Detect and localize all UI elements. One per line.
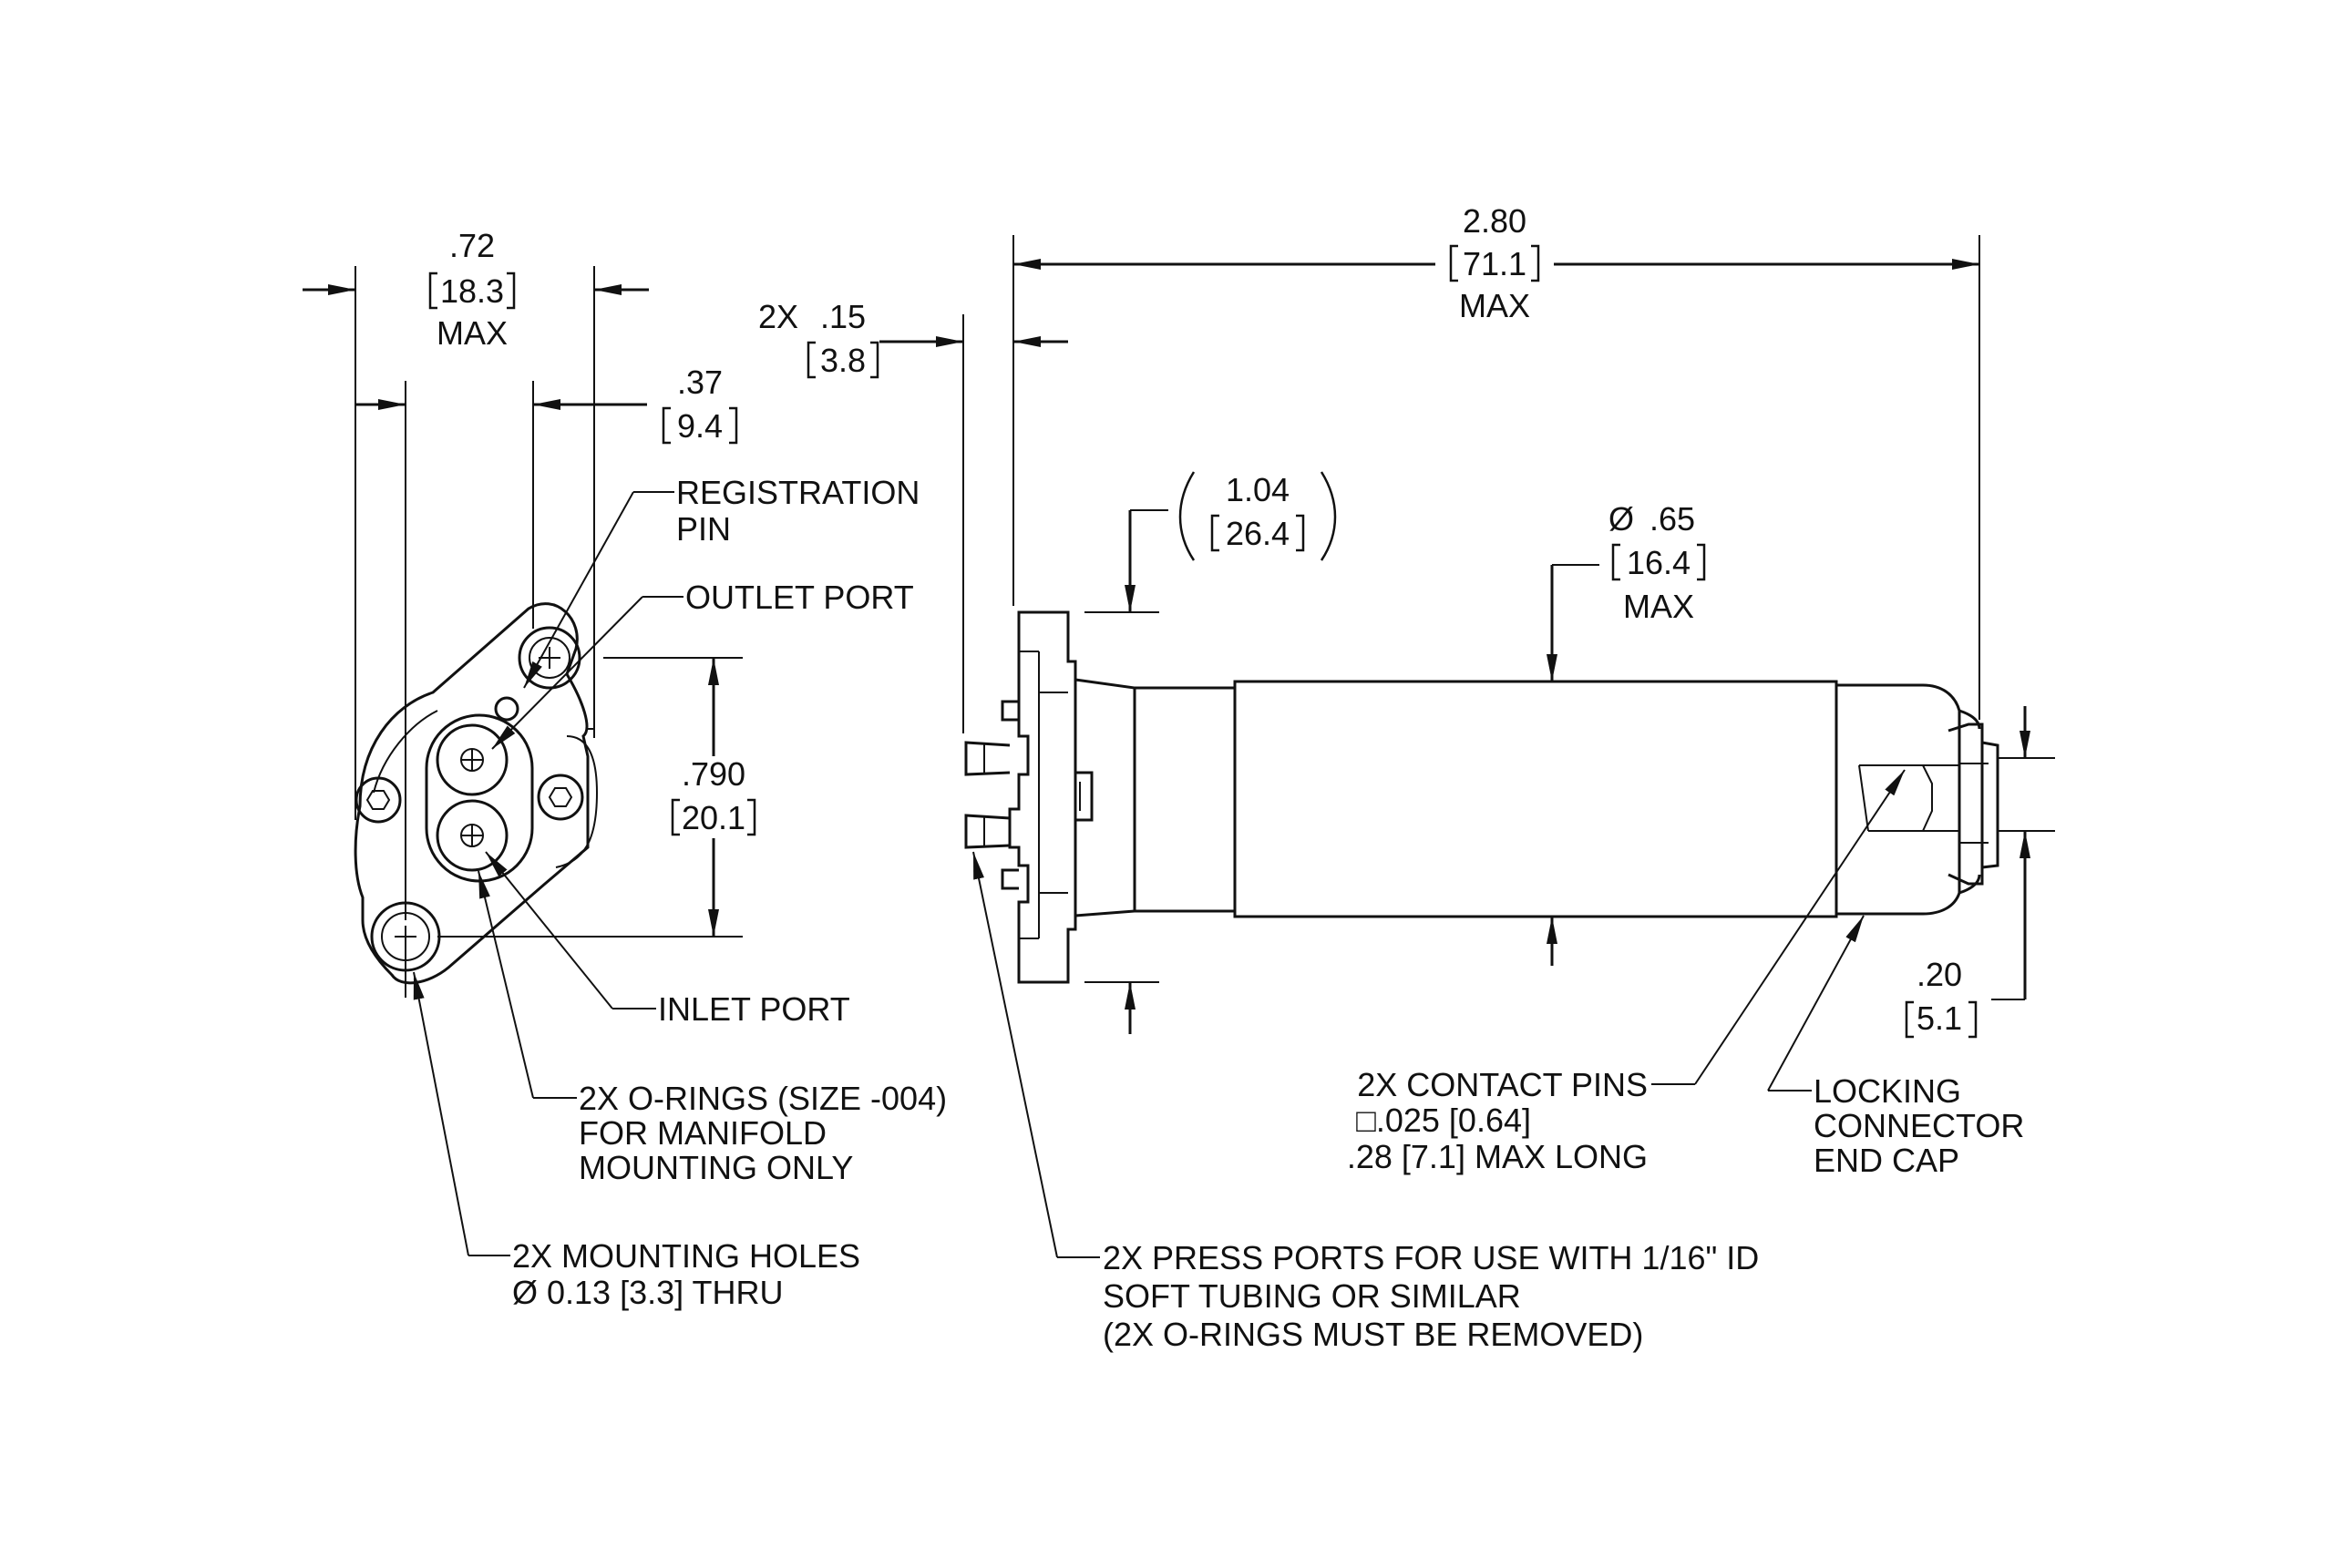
- callout-orings-line1: 2X O-RINGS (SIZE -004): [579, 1080, 947, 1117]
- registration-pin-inner-icon: [529, 637, 570, 679]
- dim-port-pitch: .790 20.1: [671, 658, 756, 937]
- dim-flange-height: 1.04 26.4: [1084, 471, 1337, 1034]
- dim-overall-length: 2.80 71.1 MAX: [1012, 202, 1980, 720]
- callout-orings: 2X O-RINGS (SIZE -004) FOR MANIFOLD MOUN…: [478, 870, 947, 1186]
- dim-overall-suffix: MAX: [1459, 287, 1530, 324]
- press-port-lower: [964, 814, 1011, 849]
- callout-registration-pin: REGISTRATION PIN: [523, 474, 920, 689]
- end-cap-outline: [1836, 683, 1961, 916]
- dim-width-mm: 18.3: [440, 272, 504, 310]
- dim-body-dia-symbol: Ø: [1608, 500, 1634, 538]
- dim-flange-inch: 1.04: [1226, 471, 1290, 508]
- left-screw-icon: [355, 776, 402, 824]
- callout-contact-pins-line2: □.025 [0.64]: [1356, 1102, 1531, 1139]
- callout-press-ports: 2X PRESS PORTS FOR USE WITH 1/16" ID SOF…: [972, 851, 1759, 1353]
- dim-body-dia: Ø .65 16.4 MAX: [1547, 500, 1706, 966]
- callout-mounting-holes-line2: Ø 0.13 [3.3] THRU: [512, 1274, 783, 1311]
- callout-contact-pins-line1: 2X CONTACT PINS: [1357, 1066, 1648, 1103]
- dim-width-inch: .72: [449, 227, 495, 264]
- callout-end-cap-line3: END CAP: [1814, 1142, 1959, 1179]
- outlet-port-icon: [436, 723, 509, 796]
- outlet-port-marker-icon: [494, 696, 519, 722]
- callout-mounting-holes: 2X MOUNTING HOLES Ø 0.13 [3.3] THRU: [413, 971, 860, 1311]
- callout-outlet-port: OUTLET PORT: [491, 579, 914, 750]
- callout-press-ports-line3: (2X O-RINGS MUST BE REMOVED): [1103, 1316, 1643, 1353]
- dim-overall-inch: 2.80: [1463, 202, 1526, 240]
- dim-pin-offset-inch: .37: [677, 364, 723, 401]
- callout-outlet-port-text: OUTLET PORT: [685, 579, 914, 616]
- side-view: [964, 610, 2044, 984]
- dim-body-dia-suffix: MAX: [1623, 588, 1694, 625]
- callout-end-cap-line2: CONNECTOR: [1814, 1107, 2024, 1144]
- end-view-housing-outline: [354, 602, 590, 985]
- dim-port-pitch-mm: 20.1: [682, 799, 745, 836]
- callout-press-ports-line2: SOFT TUBING OR SIMILAR: [1103, 1277, 1521, 1315]
- end-cap-lip-bottom: [1958, 874, 1981, 896]
- registration-pin-hole-icon: [518, 626, 581, 690]
- callout-end-cap-line1: LOCKING: [1814, 1072, 1961, 1110]
- callout-end-cap: LOCKING CONNECTOR END CAP: [1767, 915, 2024, 1179]
- dim-press-port-mm: 3.8: [820, 342, 866, 379]
- dim-overall-mm: 71.1: [1463, 245, 1526, 282]
- callout-contact-pins-line3: .28 [7.1] MAX LONG: [1347, 1138, 1648, 1175]
- dim-press-port-inch: .15: [820, 298, 866, 335]
- dim-body-dia-inch: .65: [1650, 500, 1695, 538]
- dim-flange-mm: 26.4: [1226, 515, 1290, 552]
- dim-width-suffix: MAX: [437, 314, 508, 352]
- callout-inlet-port-text: INLET PORT: [658, 990, 850, 1028]
- callout-orings-line2: FOR MANIFOLD: [579, 1114, 827, 1152]
- right-screw-icon: [537, 774, 584, 821]
- callout-contact-pins: 2X CONTACT PINS □.025 [0.64] .28 [7.1] M…: [1347, 769, 1906, 1175]
- flange-tab-top: [1001, 700, 1019, 722]
- dim-press-port: 2X .15 3.8: [758, 298, 1068, 733]
- callout-registration-pin-line1: REGISTRATION: [676, 474, 920, 511]
- end-cap-ring: [1948, 723, 1984, 886]
- dim-port-pitch-inch: .790: [682, 755, 745, 793]
- body-neck: [1074, 678, 1136, 917]
- callout-mounting-holes-line1: 2X MOUNTING HOLES: [512, 1237, 860, 1275]
- callout-press-ports-line1: 2X PRESS PORTS FOR USE WITH 1/16" ID: [1103, 1239, 1759, 1276]
- dim-pin-offset: .37 9.4: [355, 364, 738, 445]
- connector-outline: [1981, 741, 1999, 869]
- callout-inlet-port: INLET PORT: [485, 851, 850, 1028]
- body-main-cylinder: [1233, 680, 1838, 918]
- dim-press-port-prefix: 2X: [758, 298, 798, 335]
- body-rear-section: [1133, 686, 1237, 913]
- paren-left: [1178, 471, 1196, 561]
- dim-body-dia-mm: 16.4: [1627, 544, 1691, 581]
- flange-tab-bottom: [1001, 868, 1019, 890]
- inlet-port-icon: [436, 799, 509, 872]
- dim-pin-length-mm: 5.1: [1917, 999, 1962, 1037]
- dim-pin-offset-mm: 9.4: [677, 407, 723, 445]
- flange-clip: [1075, 771, 1094, 822]
- dim-pin-length: .20 5.1: [1905, 706, 2055, 1039]
- callout-registration-pin-line2: PIN: [676, 510, 731, 548]
- flange-outline: [1008, 610, 1077, 984]
- paren-right: [1320, 471, 1337, 561]
- dim-pin-length-inch: .20: [1917, 956, 1962, 993]
- end-view-lobe-right: [555, 735, 599, 868]
- end-view-lobe-left: [373, 710, 438, 794]
- end-cap-lip-top: [1958, 708, 1981, 730]
- callout-orings-line3: MOUNTING ONLY: [579, 1149, 853, 1186]
- dim-width-max: .72 18.3 MAX: [303, 227, 649, 352]
- press-port-upper: [964, 741, 1011, 776]
